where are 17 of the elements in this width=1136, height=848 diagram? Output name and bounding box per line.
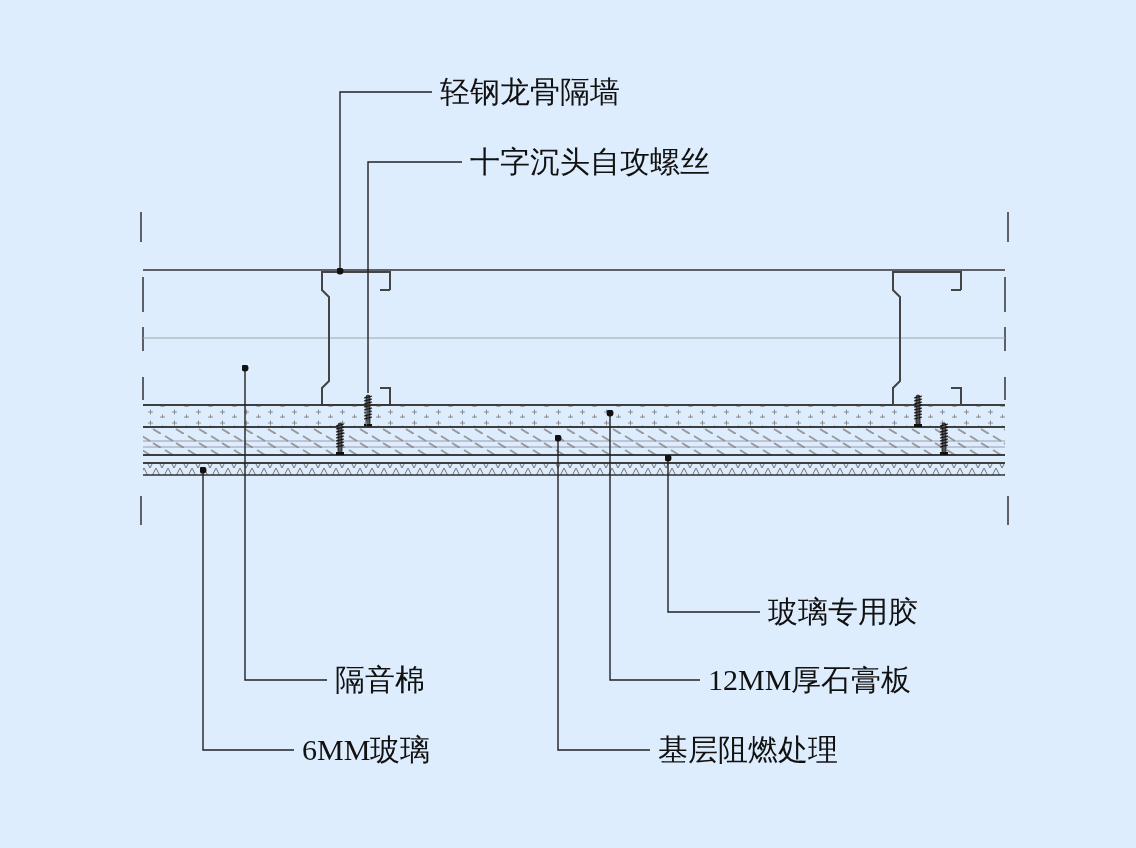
callout-label: 轻钢龙骨隔墙 [440, 74, 620, 110]
leader-line [241, 364, 328, 681]
callout-label: 玻璃专用胶 [768, 594, 918, 630]
leader-line [367, 161, 463, 394]
insulation-layer [142, 269, 1006, 406]
leader-line [554, 434, 651, 751]
glass-layer [142, 462, 1006, 476]
callout-label: 12MM厚石膏板 [708, 662, 912, 698]
leader-line [336, 91, 433, 275]
callout-label: 十字沉头自攻螺丝 [470, 144, 710, 180]
callout-label: 基层阻燃处理 [658, 732, 838, 768]
leader-line [664, 454, 761, 613]
leader-line [606, 409, 701, 681]
callout-label: 6MM玻璃 [302, 732, 431, 768]
callout-label: 隔音棉 [335, 662, 425, 698]
leader-line [199, 466, 295, 751]
treatment-layer [142, 426, 1006, 456]
